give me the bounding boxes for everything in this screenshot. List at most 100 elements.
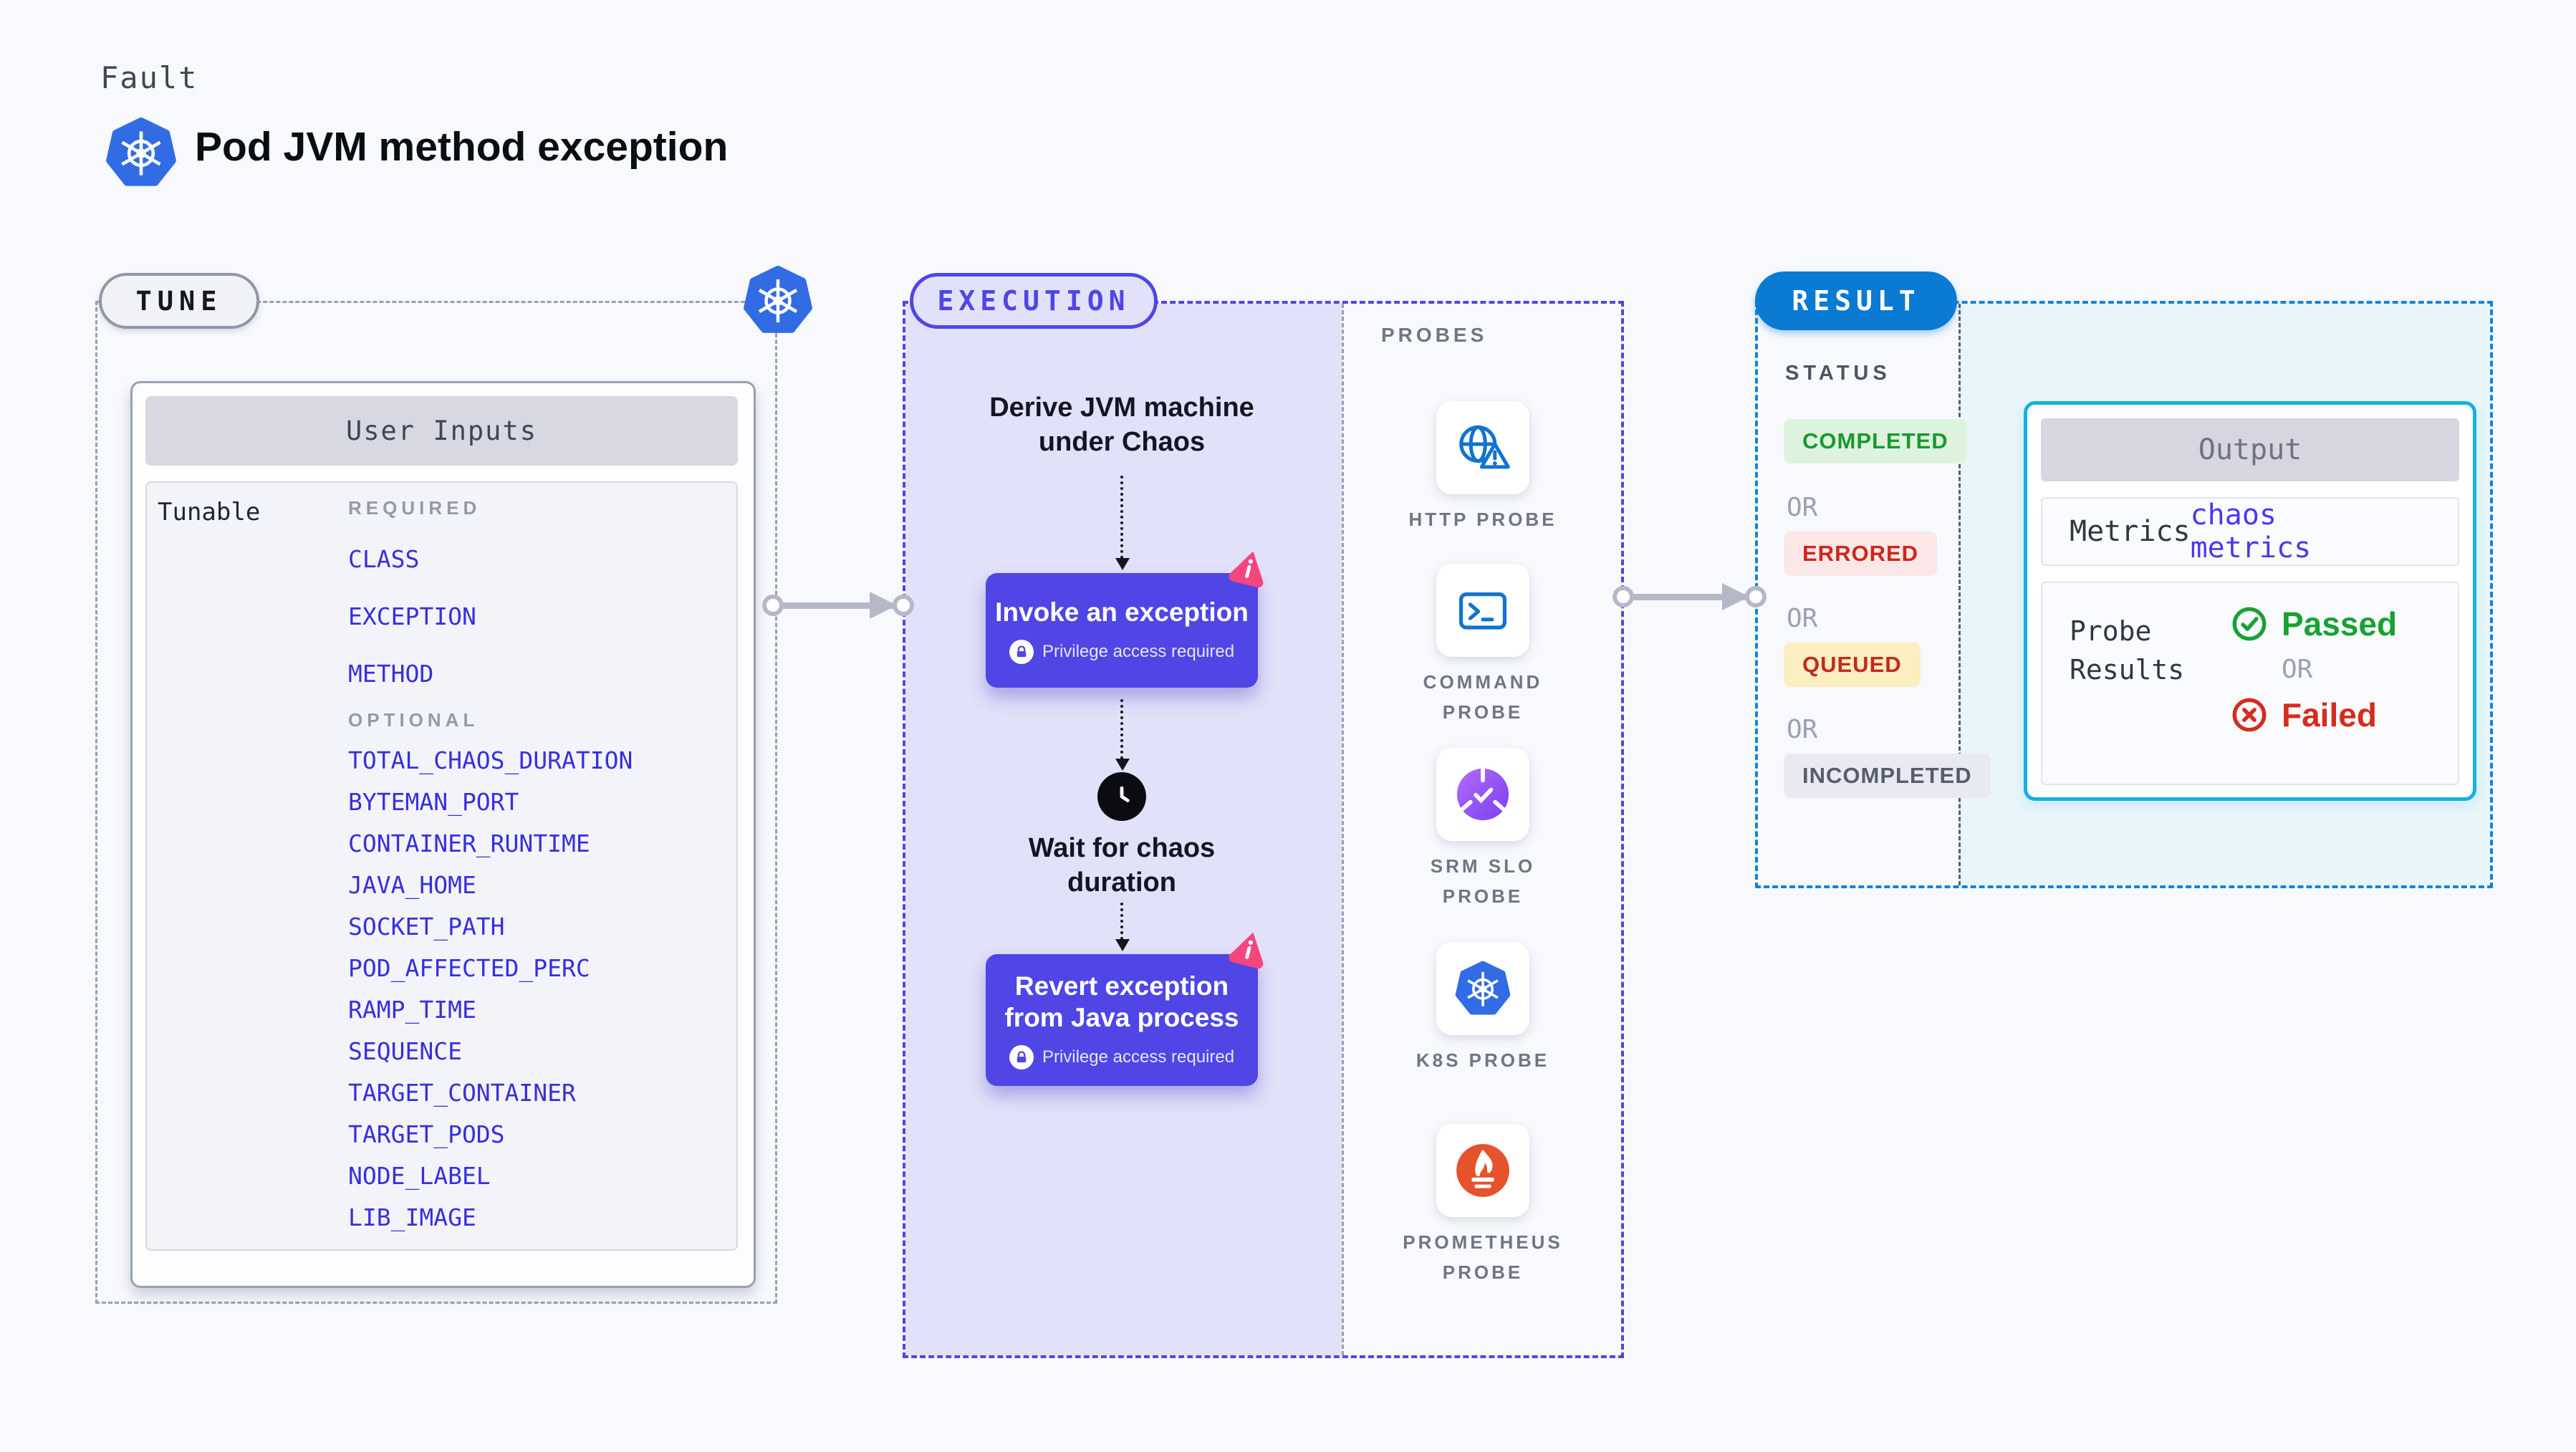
http-probe-label: HTTP PROBE xyxy=(1408,509,1557,530)
input-item: TARGET_CONTAINER xyxy=(348,1078,576,1107)
failed-row: Failed xyxy=(2230,696,2397,734)
revert-exception-step: Revert exception from Java process Privi… xyxy=(986,954,1258,1086)
tune-to-execution-arrow xyxy=(762,592,914,619)
input-item: BYTEMAN_PORT xyxy=(348,787,519,816)
arrow-endpoint xyxy=(1745,586,1767,607)
flow-arrow-down xyxy=(1115,903,1130,951)
metrics-value: chaos metrics xyxy=(2190,499,2312,564)
arrow-head xyxy=(1722,583,1749,610)
input-item: CONTAINER_RUNTIME xyxy=(348,829,590,857)
passed-label: Passed xyxy=(2282,605,2398,643)
wait-line1: Wait for chaos xyxy=(1028,833,1216,863)
or-separator: OR xyxy=(1787,715,1818,744)
check-circle-icon xyxy=(2232,607,2267,641)
result-panel-divider xyxy=(1959,304,1961,885)
metrics-row: Metrics chaos metrics xyxy=(2041,497,2459,566)
input-item: RAMP_TIME xyxy=(348,995,476,1024)
chaos-pink-icon xyxy=(1229,932,1264,969)
metrics-label: Metrics xyxy=(2070,515,2191,548)
kubernetes-icon xyxy=(1455,961,1511,1015)
k8s-probe-label: K8S PROBE xyxy=(1416,1049,1550,1071)
or-separator: OR xyxy=(1787,604,1818,633)
prometheus-probe-label: PROMETHEUS PROBE xyxy=(1403,1231,1563,1283)
flow-arrow-down xyxy=(1115,476,1130,570)
status-badge-queued: QUEUED xyxy=(1784,643,1921,687)
execution-flow-background xyxy=(905,304,1342,1355)
prometheus-flame-icon xyxy=(1456,1144,1509,1197)
privilege-note-text: Privilege access required xyxy=(1042,1047,1235,1067)
tune-badge: TUNE xyxy=(99,273,259,329)
chaos-pink-icon xyxy=(1229,551,1264,588)
input-item: EXCEPTION xyxy=(348,602,476,630)
lock-icon xyxy=(1009,1045,1034,1069)
srm-slo-probe-card xyxy=(1436,748,1529,841)
tunable-inputs-column: REQUIRED CLASS EXCEPTION METHOD OPTIONAL… xyxy=(348,497,735,1238)
x-circle-icon xyxy=(2232,698,2267,732)
status-badge-errored: ERRORED xyxy=(1784,532,1938,576)
optional-items: TOTAL_CHAOS_DURATION BYTEMAN_PORT CONTAI… xyxy=(348,739,735,1238)
probe-results-values: Passed OR Failed xyxy=(2230,605,2397,734)
invoke-step-title: Invoke an exception xyxy=(995,597,1249,627)
input-item: SOCKET_PATH xyxy=(348,912,505,941)
probes-panel-divider xyxy=(1342,304,1344,1355)
derive-line2: under Chaos xyxy=(1038,427,1206,457)
input-item: TOTAL_CHAOS_DURATION xyxy=(348,746,633,774)
kubernetes-icon xyxy=(106,117,176,186)
execution-to-result-arrow xyxy=(1613,583,1767,610)
page-title: Pod JVM method exception xyxy=(195,124,729,170)
wait-line2: duration xyxy=(1067,867,1176,898)
probe-results-line1: Probe xyxy=(2070,615,2152,647)
probe-results-line2: Results xyxy=(2070,654,2185,686)
or-separator: OR xyxy=(2282,655,2313,684)
input-item: CLASS xyxy=(348,544,420,573)
input-item: POD_AFFECTED_PERC xyxy=(348,953,590,982)
status-header: STATUS xyxy=(1785,362,1891,385)
revert-line1: Revert exception xyxy=(1014,971,1229,1001)
passed-row: Passed xyxy=(2230,605,2397,643)
fault-eyebrow: Fault xyxy=(100,60,198,95)
prometheus-probe-card xyxy=(1436,1124,1529,1217)
command-probe-label: COMMAND PROBE xyxy=(1423,671,1543,723)
srm-slo-probe-label: SRM SLO PROBE xyxy=(1430,855,1536,907)
http-probe-card xyxy=(1436,401,1529,494)
kubernetes-icon xyxy=(744,266,812,333)
status-badge-incompleted: INCOMPLETED xyxy=(1784,754,1991,798)
status-badge-completed: COMPLETED xyxy=(1784,419,1967,463)
arrow-endpoint xyxy=(893,595,914,616)
privilege-note-text: Privilege access required xyxy=(1042,642,1235,661)
derive-step-label: Derive JVM machine under Chaos xyxy=(971,390,1272,459)
privilege-note: Privilege access required xyxy=(1009,640,1234,664)
tunable-label: Tunable xyxy=(158,498,261,527)
output-header: Output xyxy=(2041,418,2459,481)
derive-line1: Derive JVM machine xyxy=(989,393,1254,423)
revert-step-title: Revert exception from Java process xyxy=(1004,971,1239,1034)
required-group-label: REQUIRED xyxy=(348,497,481,519)
input-item: TARGET_PODS xyxy=(348,1120,505,1148)
execution-badge: EXECUTION xyxy=(910,273,1158,329)
probe-results-label: Probe Results xyxy=(2070,612,2234,689)
user-inputs-header: User Inputs xyxy=(145,396,738,466)
terminal-icon xyxy=(1459,592,1506,630)
user-inputs-list xyxy=(145,481,738,1251)
arrow-line xyxy=(772,602,904,609)
input-item: NODE_LABEL xyxy=(348,1161,491,1190)
input-item: METHOD xyxy=(348,659,434,688)
privilege-note: Privilege access required xyxy=(1009,1045,1234,1069)
probe-results-row: Probe Results Passed OR Failed xyxy=(2041,582,2459,785)
input-item: SEQUENCE xyxy=(348,1037,462,1065)
slo-check-icon xyxy=(1456,766,1509,821)
revert-line2: from Java process xyxy=(1004,1003,1239,1032)
arrow-endpoint xyxy=(762,595,784,616)
required-items: CLASS EXCEPTION METHOD xyxy=(348,530,735,702)
arrow-endpoint xyxy=(1613,586,1634,607)
input-item: LIB_IMAGE xyxy=(348,1203,476,1231)
clock-icon xyxy=(1097,772,1146,821)
input-item: JAVA_HOME xyxy=(348,870,476,899)
command-probe-card xyxy=(1436,564,1529,657)
tune-section-outline xyxy=(95,301,777,1304)
execution-section-outline xyxy=(903,301,1624,1358)
optional-group-label: OPTIONAL xyxy=(348,709,479,731)
or-separator: OR xyxy=(1787,493,1818,522)
lock-icon xyxy=(1009,640,1034,664)
k8s-probe-card xyxy=(1436,942,1529,1035)
